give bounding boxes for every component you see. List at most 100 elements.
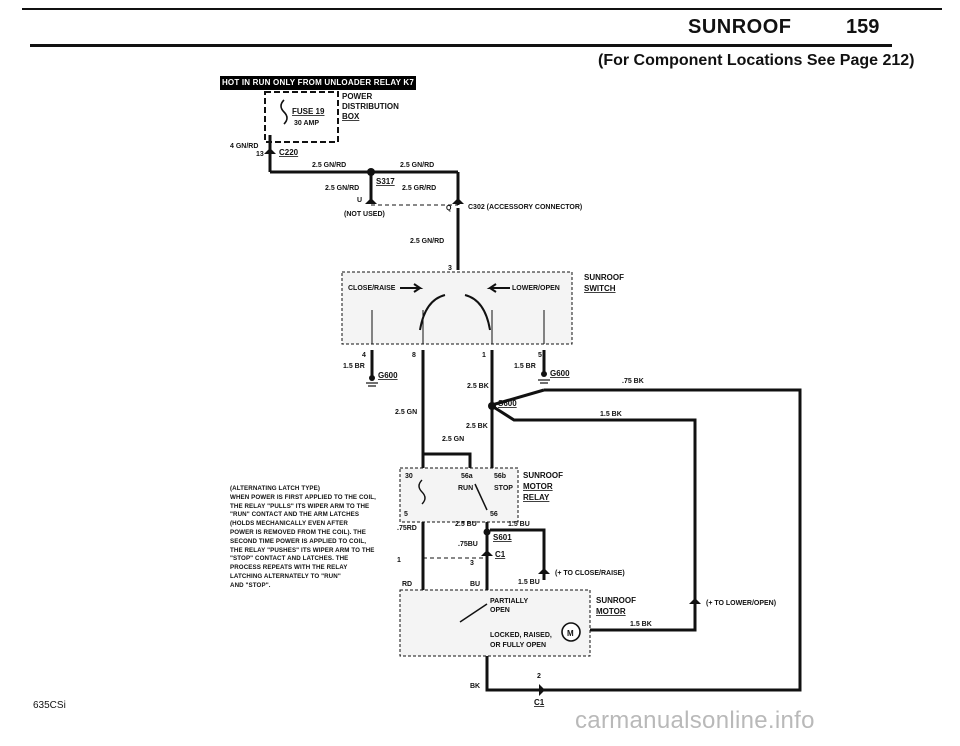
wire-label-75rd: .75RD [397, 525, 417, 532]
fuse-rating: 30 AMP [294, 120, 319, 127]
c1-b-label: C1 [534, 698, 545, 707]
c1-a-pin: 3 [470, 560, 474, 567]
sunroof-switch-box [341, 271, 573, 345]
splice-s317: S317 [376, 177, 395, 186]
wire-label-25gnrd-b: 2.5 GN/RD [400, 162, 434, 169]
relay-label-1: SUNROOF [523, 471, 563, 480]
locked-1: LOCKED, RAISED, [490, 632, 552, 639]
relay-pin1: 1 [397, 557, 401, 564]
wire-label-25bk-b: 2.5 BK [466, 423, 488, 430]
c302-label: C302 (ACCESSORY CONNECTOR) [468, 204, 582, 211]
switch-pin5: 5 [538, 352, 542, 359]
relay-run: RUN [458, 485, 473, 492]
header-rule [30, 44, 892, 47]
footer-watermark: carmanualsonline.info [575, 707, 815, 734]
c1-a-symbol [481, 550, 493, 556]
model-label: 635CSi [33, 700, 66, 711]
wire-label-15br-b: 1.5 BR [514, 363, 536, 370]
close-raise-label: CLOSE/RAISE [348, 285, 396, 292]
c1-b-pin: 2 [537, 673, 541, 680]
switch-pin4: 4 [362, 352, 366, 359]
splice-s601: S601 [493, 533, 512, 542]
switch-pin1: 1 [482, 352, 486, 359]
relay-stop: STOP [494, 485, 513, 492]
relay-pin56a: 56a [461, 473, 473, 480]
wire-label-25bu: 2.5 BU [455, 521, 477, 528]
wire-label-15bk-b: 1.5 BK [630, 621, 652, 628]
wire-label-15bu-a: 1.5 BU [508, 521, 530, 528]
c220-pin: 13 [256, 151, 264, 158]
splice-s601-dot [483, 528, 491, 536]
wire-label-75bk: .75 BK [622, 378, 644, 385]
fuse-symbol [280, 99, 288, 125]
wire-label-15br-a: 1.5 BR [343, 363, 365, 370]
motor-m: M [567, 629, 574, 638]
relay-label-2: MOTOR [523, 482, 553, 491]
lower-open-connector [689, 598, 701, 604]
wire-label-25gnrd-d: 2.5 GN/RD [410, 238, 444, 245]
limit-switch-wiper [459, 603, 488, 623]
switch-wipers [419, 294, 491, 331]
fuse-label: FUSE 19 [292, 107, 325, 116]
motor-label-1: SUNROOF [596, 596, 636, 605]
power-distribution-box [264, 91, 339, 143]
relay-label-3: RELAY [523, 493, 550, 502]
page-title: SUNROOF [688, 16, 792, 38]
close-raise-note: (+ TO CLOSE/RAISE) [555, 570, 625, 577]
close-raise-arrow [400, 283, 424, 293]
c302-pin-u: U [357, 197, 362, 204]
partially-open-2: OPEN [490, 607, 510, 614]
switch-pin8: 8 [412, 352, 416, 359]
wire-label-15bu-b: 1.5 BU [518, 579, 540, 586]
g600-left-dot [369, 375, 375, 381]
splice-s600: S600 [498, 399, 517, 408]
lower-open-arrow [486, 283, 510, 293]
wire-label-bk: BK [470, 683, 480, 690]
locked-2: OR FULLY OPEN [490, 642, 546, 649]
ground-g600-right: G600 [550, 369, 570, 378]
motor-label-2: MOTOR [596, 607, 626, 616]
partially-open-1: PARTIALLY [490, 598, 528, 605]
g600-right-dot [541, 371, 547, 377]
switch-label-2: SWITCH [584, 284, 616, 293]
relay-coil [418, 479, 426, 505]
switch-label-1: SUNROOF [584, 273, 624, 282]
c302-pin-u-symbol [365, 198, 377, 204]
relay-pin30: 30 [405, 473, 413, 480]
lower-open-note: (+ TO LOWER/OPEN) [706, 600, 776, 607]
latch-type-note: (ALTERNATING LATCH TYPE) WHEN POWER IS F… [230, 485, 376, 589]
wire-label-25gn-b: 2.5 GN [442, 436, 464, 443]
motor-symbol [561, 622, 581, 642]
wire-label-25grrd: 2.5 GR/RD [402, 185, 436, 192]
wire-label-75bu: .75BU [458, 541, 478, 548]
c220-label: C220 [279, 148, 299, 157]
wire-label-25bk-a: 2.5 BK [467, 383, 489, 390]
wire-label-bu: BU [470, 581, 480, 588]
relay-pin5: 5 [404, 511, 408, 518]
pdb-label-3: BOX [342, 112, 360, 121]
wire-75bk-loop [544, 388, 802, 692]
top-border [22, 8, 942, 10]
wire-25gn-b [421, 452, 472, 480]
wire-label-25gnrd-a: 2.5 GN/RD [312, 162, 346, 169]
switch-pin3: 3 [448, 265, 452, 272]
page-subtitle: (For Component Locations See Page 212) [598, 52, 915, 69]
wire-15bk-lower-open [491, 404, 697, 632]
not-used-label: (NOT USED) [344, 211, 385, 218]
wire-bk-ground [485, 656, 545, 692]
sunroof-motor-relay-box [399, 467, 519, 523]
sunroof-motor-box [399, 589, 591, 657]
wire-15bu-close [490, 528, 546, 580]
power-source-banner: HOT IN RUN ONLY FROM UNLOADER RELAY K7 [220, 76, 416, 90]
c1-a-label: C1 [495, 550, 506, 559]
wire-label-rd: RD [402, 581, 412, 588]
pdb-label-1: POWER [342, 92, 372, 101]
c302-pin-q: Q [446, 205, 452, 212]
ground-g600-left: G600 [378, 371, 398, 380]
connector-c220 [264, 148, 276, 154]
relay-wiper [474, 483, 488, 511]
c302-pin-q-symbol [452, 198, 464, 204]
wire-label-4gnrd: 4 GN/RD [230, 143, 258, 150]
lower-open-label: LOWER/OPEN [512, 285, 560, 292]
